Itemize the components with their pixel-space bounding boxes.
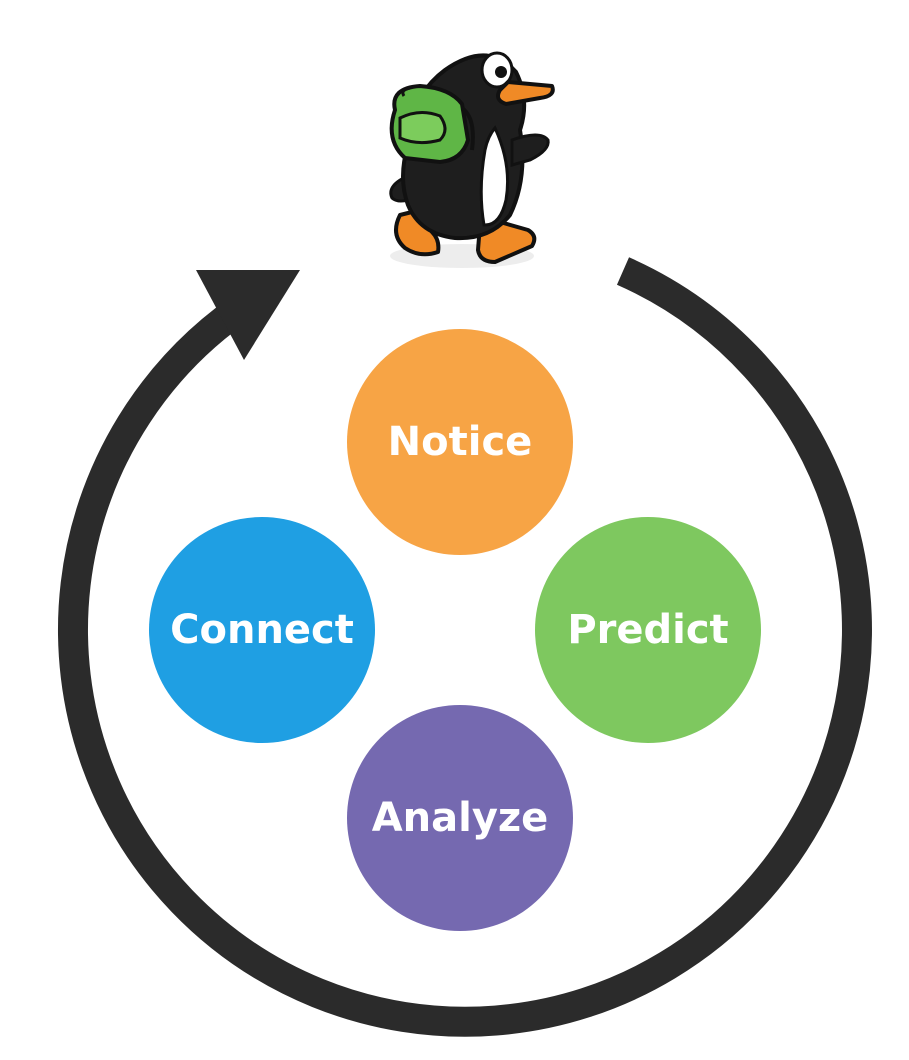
stage-predict: Predict <box>535 517 761 743</box>
stage-label-notice: Notice <box>388 419 533 465</box>
stage-circle-notice <box>347 329 573 555</box>
stage-circle-connect <box>149 517 375 743</box>
stage-label-connect: Connect <box>170 607 354 653</box>
penguin-foot-back <box>394 208 441 257</box>
penguin-flipper <box>510 133 550 167</box>
arrowhead-icon <box>196 270 300 360</box>
penguin-belly <box>479 125 510 227</box>
stage-connect: Connect <box>149 517 375 743</box>
stage-analyze: Analyze <box>347 705 573 931</box>
cycle-ring <box>57 257 872 1037</box>
stage-label-predict: Predict <box>567 607 728 653</box>
backpack-icon <box>389 84 475 164</box>
stage-circle-predict <box>535 517 761 743</box>
stage-circle-analyze <box>347 705 573 931</box>
stage-label-analyze: Analyze <box>372 795 549 841</box>
penguin-beak <box>496 80 555 106</box>
stage-notice: Notice <box>347 329 573 555</box>
cycle-arrow <box>57 257 872 1037</box>
penguin-mascot-icon <box>389 51 555 268</box>
